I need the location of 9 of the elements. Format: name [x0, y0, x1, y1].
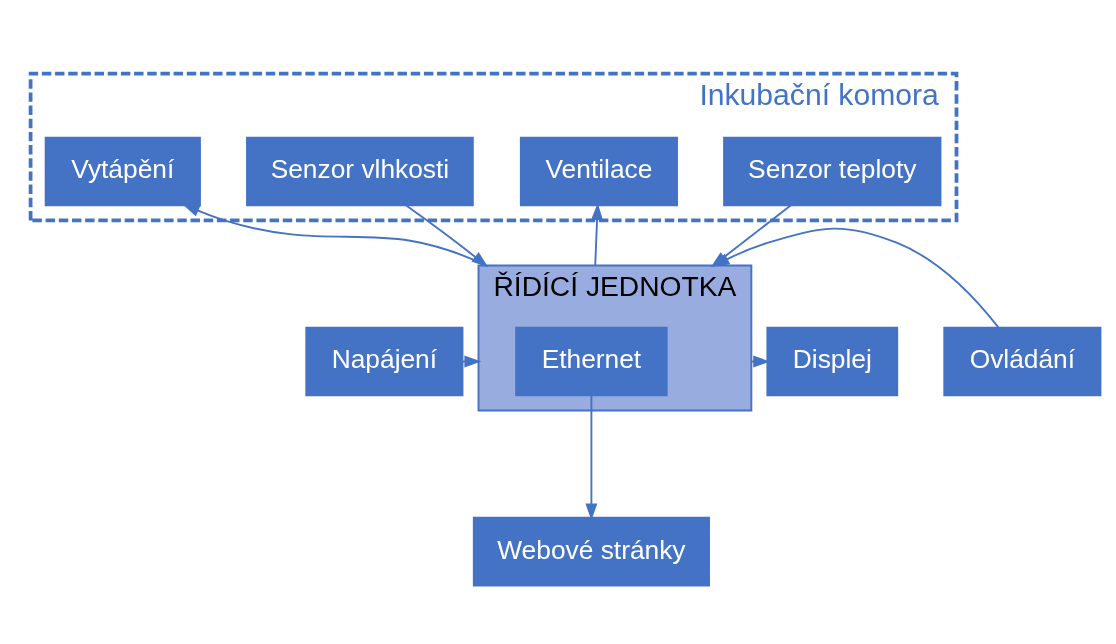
node-box: Webové stránky: [472, 516, 710, 587]
node-box: Napájení: [305, 326, 464, 397]
node-box: Ventilace: [519, 136, 678, 207]
node-box: Senzor teploty: [723, 136, 942, 207]
node-box: Vytápění: [44, 136, 201, 207]
node-box: Ovládání: [943, 326, 1102, 397]
node-box: Displej: [766, 326, 899, 397]
node-box: Ethernet: [515, 326, 668, 397]
node-box: Senzor vlhkosti: [246, 136, 474, 207]
